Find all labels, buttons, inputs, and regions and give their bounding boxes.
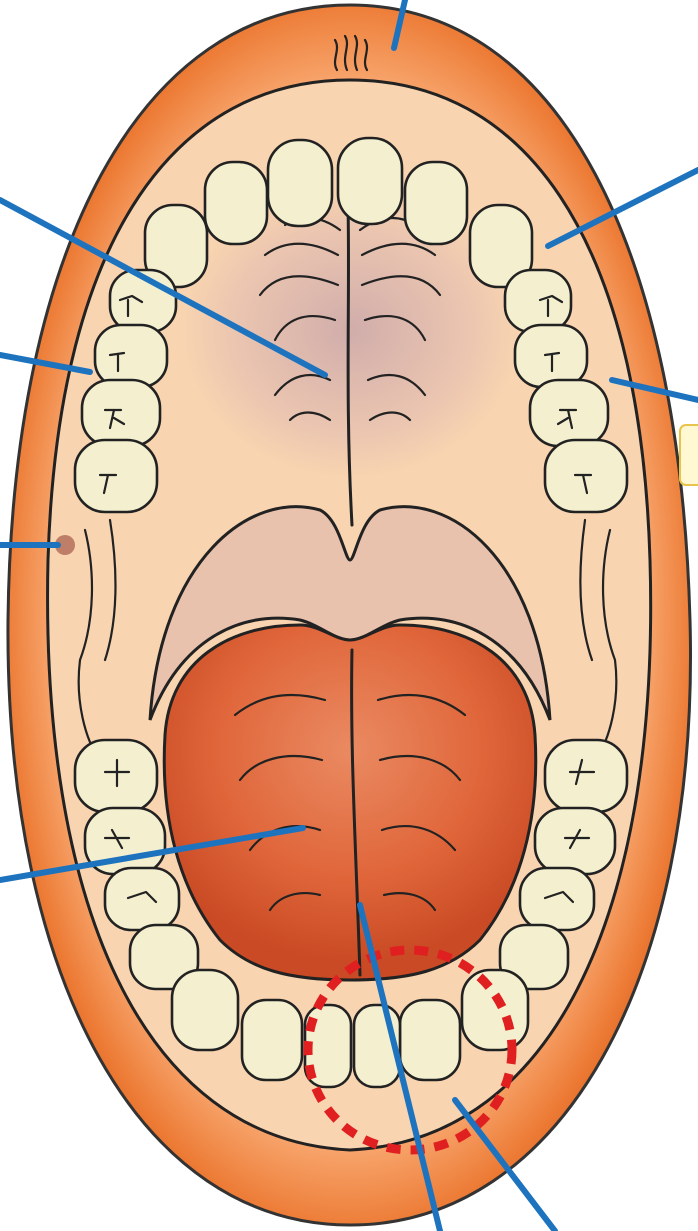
upper-premolar: [95, 325, 167, 387]
lower-molar: [545, 740, 627, 812]
upper-incisor: [338, 138, 402, 224]
tongue: [164, 625, 536, 980]
upper-lateral-incisor: [205, 162, 267, 244]
lower-lateral-incisor: [400, 1000, 460, 1080]
upper-molar: [82, 380, 160, 446]
lower-premolar: [105, 868, 179, 930]
lower-lateral-incisor: [242, 1000, 302, 1080]
upper-lateral-incisor: [405, 162, 467, 244]
lower-canine: [172, 970, 238, 1050]
lower-premolar: [520, 868, 594, 930]
label-tab: [680, 425, 698, 485]
upper-incisor: [268, 140, 332, 226]
lower-canine: [462, 970, 528, 1050]
